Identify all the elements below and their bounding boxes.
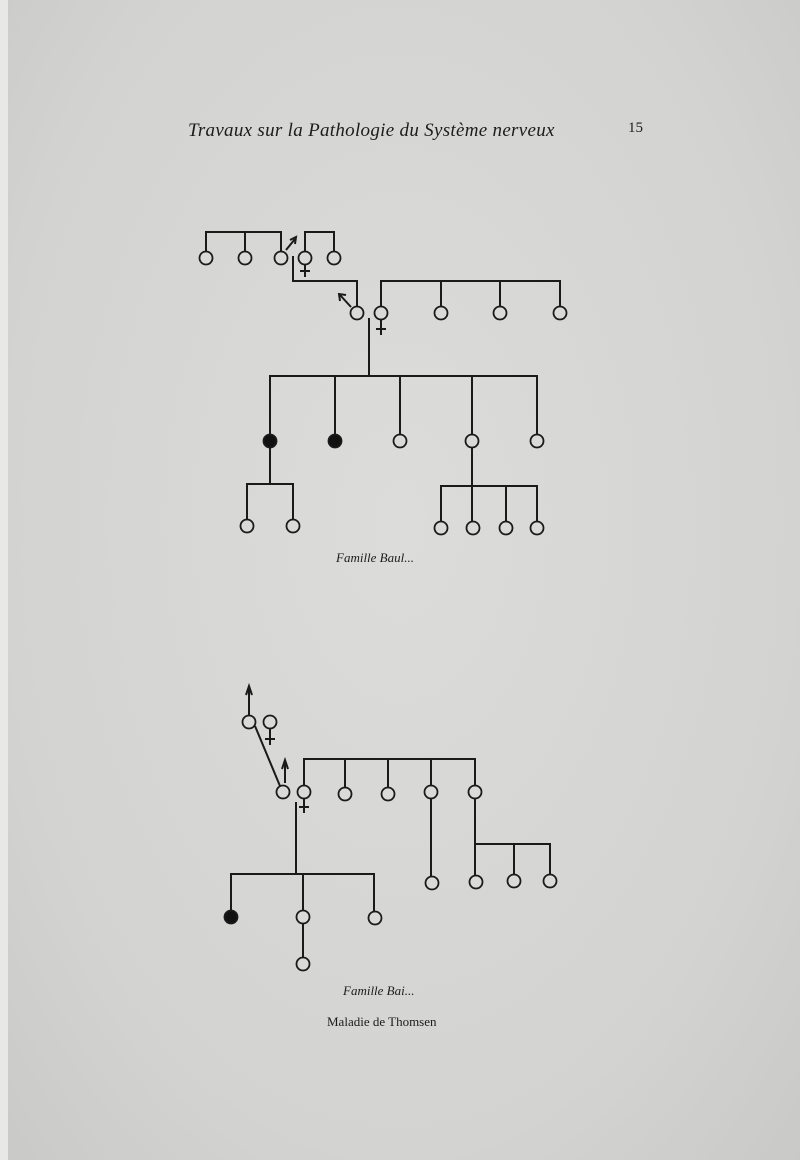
page-number: 15: [628, 120, 643, 136]
figure-subtitle: Maladie de Thomsen: [327, 1014, 437, 1029]
running-title: Travaux sur la Pathologie du Système ner…: [188, 120, 555, 141]
figure-caption-famille-baul: Famille Baul...: [336, 550, 414, 565]
page-edge: [0, 0, 8, 1160]
figure-caption-famille-bai: Famille Bai...: [343, 983, 415, 998]
